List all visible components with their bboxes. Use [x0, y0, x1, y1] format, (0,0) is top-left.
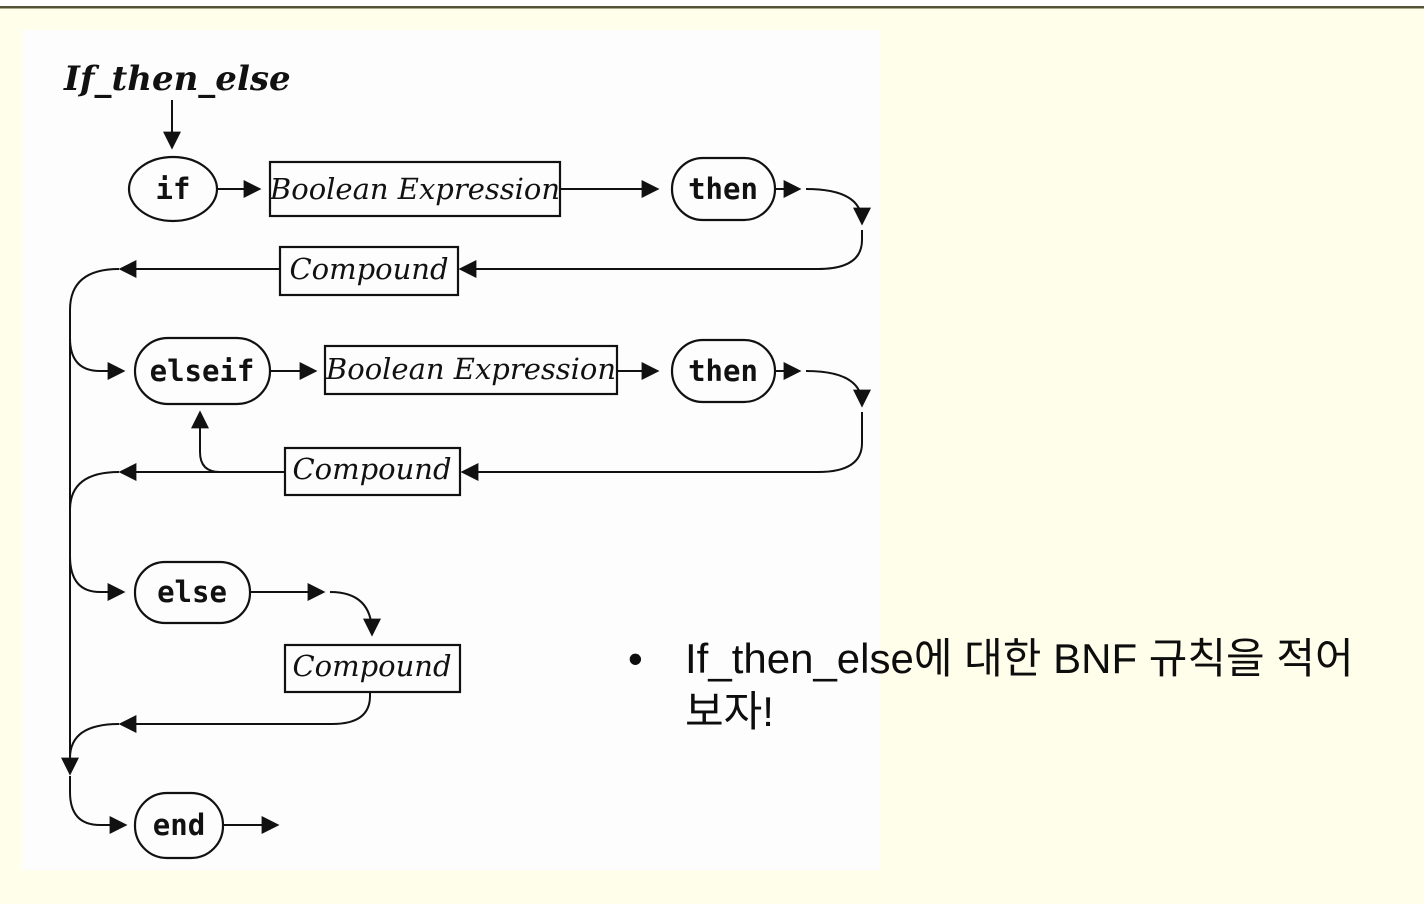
curve-join-rail-3 — [69, 723, 120, 759]
curve-then-2-down — [805, 370, 871, 408]
box-compound-2-label: Compound — [292, 452, 451, 486]
node-then-2-label: then — [688, 354, 758, 388]
branch-rail-to-else — [69, 555, 126, 601]
syntax-diagram-panel: If_then_else if Boolean Expression then … — [22, 30, 880, 870]
curve-then-1-down — [805, 188, 871, 226]
box-compound-3-label: Compound — [292, 649, 451, 683]
slide-divider-highlight — [0, 8, 1424, 9]
box-compound-1-label: Compound — [289, 252, 448, 286]
node-end-label: end — [153, 808, 205, 842]
wire-to-compound-1 — [458, 230, 863, 278]
bullet-marker: • — [628, 635, 643, 682]
box-compound-3 — [283, 643, 462, 694]
box-boolean-expression-1-label: Boolean Expression — [269, 172, 560, 206]
diagram-title: If_then_else — [63, 59, 291, 99]
curve-else-to-compound-3 — [329, 591, 381, 637]
slide-top-bar — [0, 0, 1424, 6]
bullet-item: • If_then_else에 대한 BNF 규칙을 적어 보자! — [628, 632, 1400, 738]
box-boolean-expression-2-label: Boolean Expression — [325, 352, 616, 386]
box-compound-1 — [278, 245, 460, 297]
slide-divider-line — [0, 6, 1424, 8]
bullet-text: If_then_else에 대한 BNF 규칙을 적어 보자! — [685, 635, 1354, 735]
wire-to-compound-2 — [460, 412, 863, 481]
node-if-label: if — [156, 172, 191, 206]
node-else-label: else — [157, 575, 227, 609]
node-elseif-label: elseif — [150, 354, 255, 388]
curve-join-rail-2 — [69, 471, 120, 511]
branch-rail-to-end — [69, 776, 128, 834]
curve-join-rail-1 — [69, 268, 120, 311]
syntax-diagram: If_then_else if Boolean Expression then … — [61, 59, 871, 860]
wire-compound-3-to-rail — [118, 692, 371, 733]
loopback-to-elseif — [191, 410, 221, 473]
branch-rail-to-elseif — [69, 337, 126, 380]
node-then-1-label: then — [688, 172, 758, 206]
